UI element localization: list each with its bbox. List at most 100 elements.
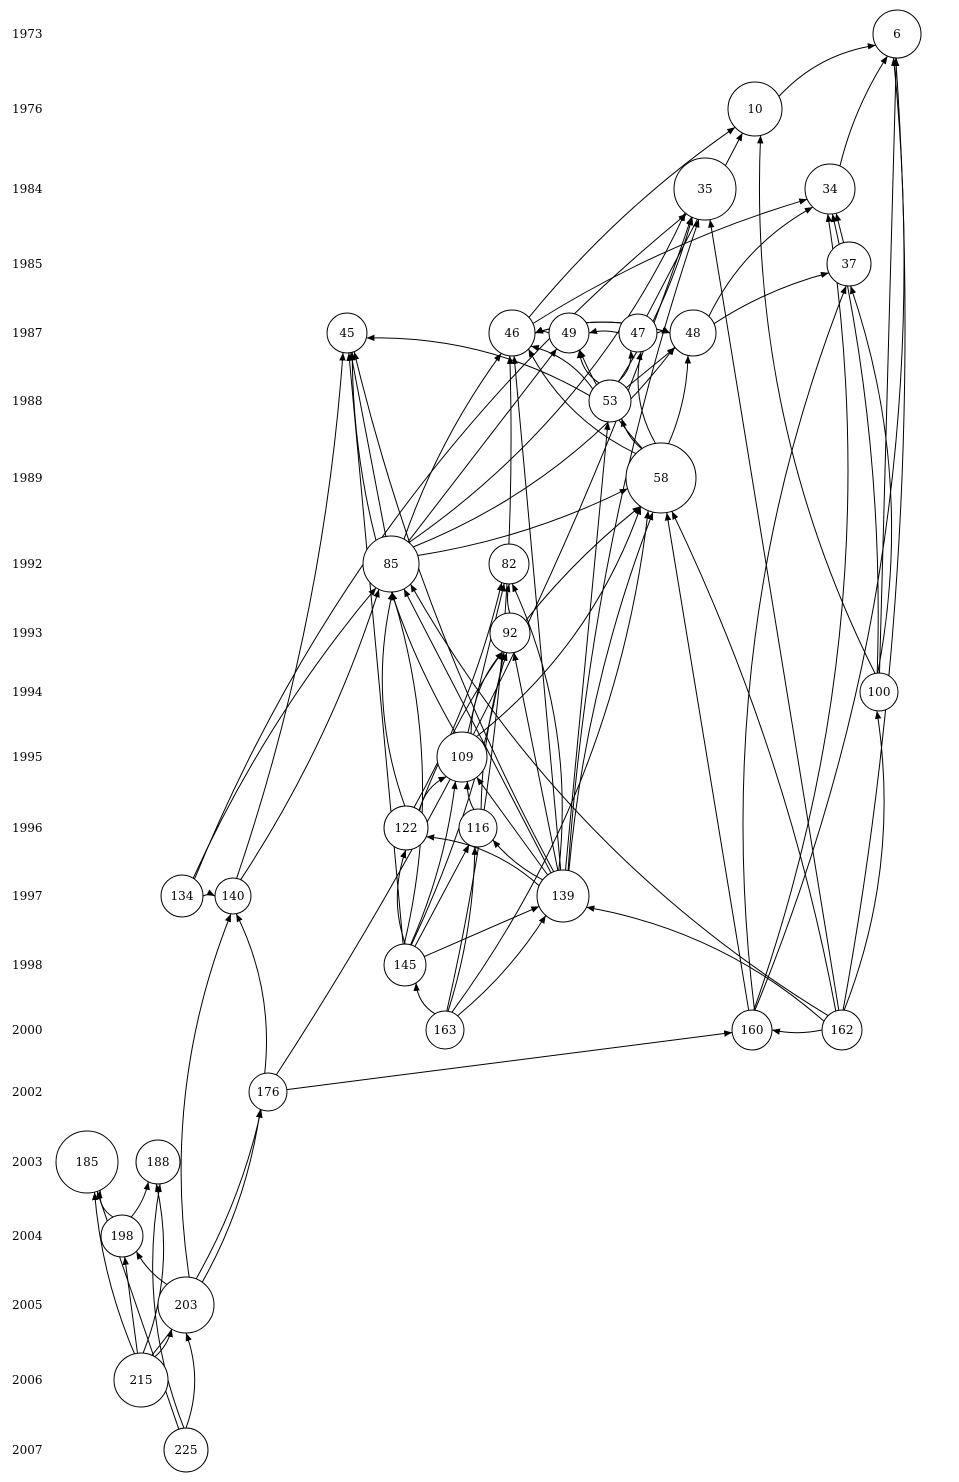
edge-47-to-49	[588, 327, 620, 334]
node-label: 37	[841, 257, 856, 271]
edge-92-to-82	[504, 583, 511, 614]
edge-163-to-58	[451, 510, 651, 1013]
node-134: 134	[160, 874, 204, 918]
node-circle	[383, 805, 429, 851]
edge-100-to-6	[879, 57, 900, 674]
node-198: 198	[100, 1214, 144, 1258]
edge-139-to-116	[492, 839, 543, 881]
node-circle	[727, 81, 783, 137]
node-label: 134	[171, 889, 194, 903]
edge-48-to-37	[713, 271, 830, 325]
edge-139-to-46	[511, 355, 562, 871]
edge-139-to-92	[512, 652, 559, 871]
node-circle	[383, 943, 427, 987]
edge-116-to-109	[463, 781, 475, 810]
node-116: 116	[458, 808, 498, 848]
edge-215-to-185	[91, 1192, 135, 1354]
node-label: 35	[697, 182, 712, 196]
node-58: 58	[625, 442, 697, 514]
node-label: 45	[339, 326, 354, 340]
edge-139-to-122	[426, 834, 540, 887]
edge-139-to-45	[352, 351, 555, 872]
edge-162-to-85	[410, 583, 829, 1017]
year-label: 1987	[12, 326, 43, 340]
edge-162-to-139	[586, 905, 825, 1022]
node-225: 225	[163, 1427, 209, 1473]
node-92: 92	[489, 612, 531, 654]
node-139: 139	[536, 869, 590, 923]
node-label: 225	[175, 1443, 198, 1457]
node-109: 109	[436, 731, 488, 783]
edge-160-to-6	[754, 57, 905, 1011]
edge-100-to-37	[850, 285, 893, 674]
node-215: 215	[113, 1352, 169, 1408]
edge-176-to-160	[286, 1030, 733, 1091]
node-circle	[157, 1276, 215, 1334]
node-label: 100	[868, 685, 891, 699]
node-circle	[673, 157, 737, 221]
edge-215-to-203	[154, 1328, 173, 1358]
node-label: 58	[653, 471, 668, 485]
edge-198-to-185	[96, 1189, 114, 1218]
node-circle	[588, 379, 632, 423]
edge-34-to-6	[839, 55, 888, 167]
node-188: 188	[135, 1139, 181, 1185]
edge-134-to-35	[194, 213, 687, 880]
node-circle	[214, 877, 252, 915]
edge-58-to-46	[528, 348, 637, 455]
node-46: 46	[488, 309, 536, 357]
node-label: 215	[130, 1373, 153, 1387]
year-label: 1993	[12, 626, 43, 640]
node-circle	[248, 1072, 288, 1112]
node-label: 85	[383, 557, 398, 571]
node-label: 46	[504, 326, 519, 340]
year-label: 1995	[12, 750, 43, 764]
node-circle	[113, 1352, 169, 1408]
year-label: 1988	[12, 394, 43, 408]
edge-53-to-48	[625, 347, 676, 389]
node-160: 160	[731, 1009, 773, 1051]
node-label: 140	[222, 889, 245, 903]
year-label: 2003	[12, 1155, 43, 1169]
year-label: 2006	[12, 1373, 43, 1387]
year-label: 1976	[12, 102, 43, 116]
edge-37-to-34	[834, 213, 845, 243]
node-145: 145	[383, 943, 427, 987]
edge-145-to-122	[396, 849, 407, 945]
node-circle	[548, 312, 590, 354]
edge-203-to-198	[135, 1251, 168, 1285]
edge-85-to-48	[413, 346, 676, 548]
node-circle	[821, 1009, 863, 1051]
edge-85-to-35	[408, 212, 686, 543]
edge-145-to-45	[346, 352, 404, 945]
node-6: 6	[872, 9, 922, 59]
node-circle	[160, 874, 204, 918]
year-label: 1998	[12, 958, 43, 972]
node-10: 10	[727, 81, 783, 137]
edge-160-to-58	[664, 512, 750, 1011]
edge-139-to-53	[565, 421, 611, 871]
node-circle	[731, 1009, 773, 1051]
edge-163-to-116	[447, 846, 478, 1012]
edge-215-to-198	[122, 1256, 138, 1354]
edge-58-to-47	[636, 351, 656, 444]
edge-162-to-35	[708, 219, 840, 1011]
edge-53-to-47	[617, 350, 635, 382]
node-100: 100	[859, 672, 899, 712]
node-140: 140	[214, 877, 252, 915]
node-37: 37	[826, 241, 872, 287]
edge-109-to-92	[470, 651, 504, 734]
node-185: 185	[55, 1130, 119, 1194]
node-label: 92	[502, 626, 517, 640]
edge-145-to-109	[410, 781, 458, 945]
edge-163-to-139	[457, 915, 547, 1017]
edge-162-to-100	[843, 710, 885, 1011]
edge-140-to-85	[240, 589, 380, 880]
node-label: 198	[111, 1229, 134, 1243]
edge-160-to-37	[742, 285, 847, 1011]
node-label: 145	[394, 958, 417, 972]
edge-139-to-35	[567, 219, 700, 871]
year-label: 1989	[12, 471, 43, 485]
node-label: 203	[175, 1298, 198, 1312]
